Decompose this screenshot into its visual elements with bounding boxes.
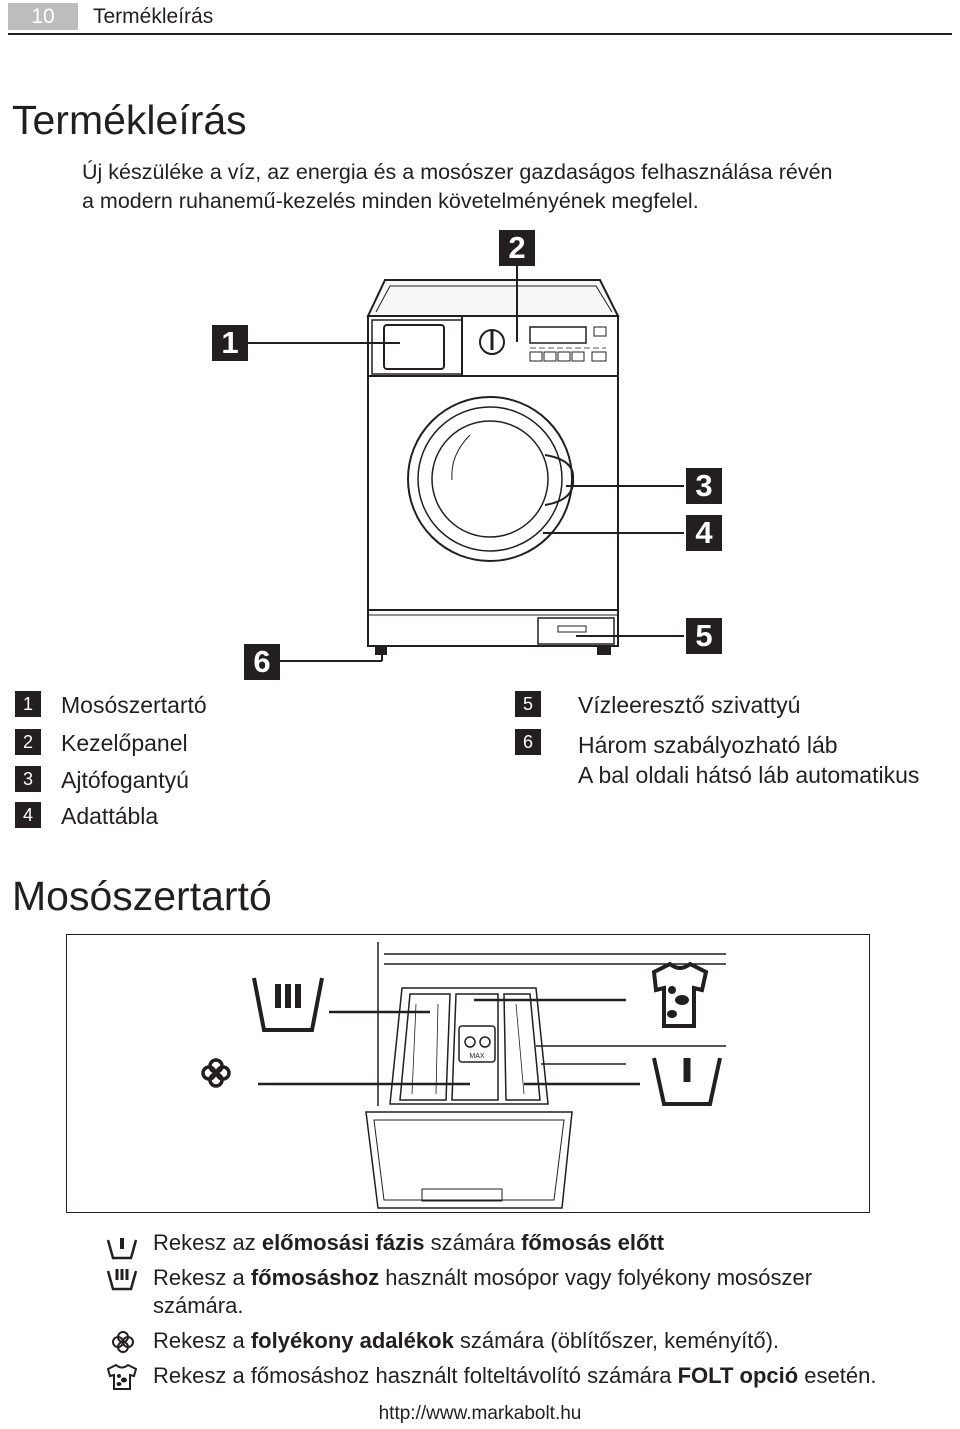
- callout-6: 6: [244, 644, 280, 680]
- dispenser-item-mainwash: Rekesz a főmosáshoz használt mosópor vag…: [153, 1265, 813, 1290]
- mainwash-compartment-icon: [106, 1269, 138, 1291]
- legend-label: Vízleeresztő szivattyú: [578, 692, 801, 718]
- callout-1: 1: [212, 325, 248, 361]
- max-level-label: MAX: [469, 1053, 485, 1060]
- legend-label-continuation: A bal oldali hátsó láb automatikus: [578, 762, 920, 788]
- mainwash-compartment-icon: [252, 977, 324, 1032]
- dispenser-drawer-illustration: MAX: [201, 942, 726, 1209]
- dispenser-item-stain: Rekesz a főmosáshoz használt folteltávol…: [153, 1363, 877, 1388]
- legend-number: 5: [515, 691, 541, 717]
- header-divider: [8, 33, 952, 35]
- callout-4: 4: [686, 515, 722, 551]
- legend-number: 4: [15, 802, 41, 828]
- legend-label: Három szabályozható láb: [578, 732, 838, 758]
- page-number: 10: [8, 3, 78, 30]
- legend-label: Adattábla: [61, 803, 159, 829]
- legend-label: Kezelőpanel: [61, 730, 188, 756]
- dispenser-section-title: Mosószertartó: [12, 873, 272, 919]
- header-section-title: Termékleírás: [93, 5, 214, 28]
- stain-shirt-icon: [651, 961, 709, 1028]
- legend-number: 2: [15, 729, 41, 755]
- footer-url[interactable]: http://www.markabolt.hu: [378, 1403, 582, 1424]
- intro-line-1: Új készüléke a víz, az energia és a mosó…: [82, 160, 833, 184]
- legend-label: Ajtófogantyú: [61, 767, 189, 793]
- legend-number: 3: [15, 766, 41, 792]
- prewash-compartment-icon: [652, 1057, 722, 1106]
- washing-machine-illustration: [248, 266, 684, 662]
- softener-flower-icon: [112, 1331, 134, 1353]
- callout-2: 2: [499, 230, 535, 266]
- legend-number: 6: [515, 729, 541, 755]
- callout-5: 5: [686, 618, 722, 654]
- stain-shirt-icon: [106, 1363, 138, 1390]
- intro-paragraph: Új készüléke a víz, az energia és a mosó…: [82, 158, 952, 216]
- legend-number: 1: [15, 691, 41, 717]
- legend-label: Mosószertartó: [61, 692, 207, 718]
- intro-line-2: a modern ruhanemű-kezelés minden követel…: [82, 189, 699, 213]
- page-title: Termékleírás: [12, 97, 247, 143]
- dispenser-item-softener: Rekesz a folyékony adalékok számára (öbl…: [153, 1328, 780, 1353]
- callout-3: 3: [686, 468, 722, 504]
- prewash-compartment-icon: [106, 1238, 138, 1260]
- dispenser-item-prewash: Rekesz az előmosási fázis számára főmosá…: [153, 1230, 665, 1255]
- softener-flower-icon: [201, 1058, 231, 1088]
- dispenser-figure-frame: [66, 934, 870, 1213]
- dispenser-item-mainwash-continuation: számára.: [153, 1293, 244, 1318]
